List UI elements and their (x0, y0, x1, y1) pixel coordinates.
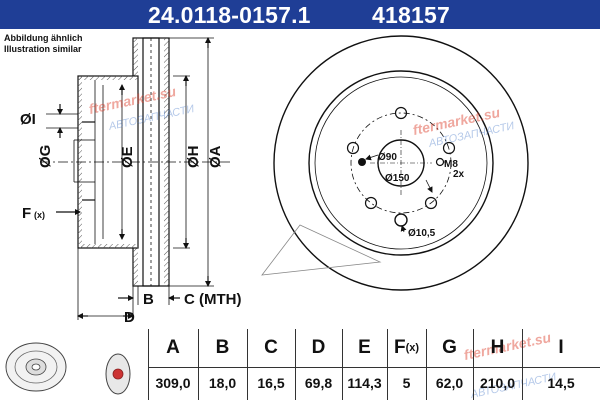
part-number: 24.0118-0157.1 (148, 2, 311, 28)
dimension-table: A B C D E F(x) G H I 309,0 18,0 16,5 69,… (0, 329, 600, 400)
value-c: 16,5 (257, 375, 285, 391)
value-g: 62,0 (435, 375, 464, 391)
m8-hole-right (435, 157, 445, 167)
m8-hole-left (358, 158, 366, 166)
header-b: B (215, 337, 230, 358)
front-view (261, 35, 529, 291)
label-d10-5: Ø10,5 (408, 228, 436, 239)
reference-number: 418157 (372, 2, 450, 28)
friction-inner-edge (308, 70, 494, 256)
label-b: B (143, 291, 154, 308)
value-f: 5 (402, 375, 411, 391)
header-h: H (490, 337, 505, 358)
label-2x: 2x (453, 169, 465, 180)
value-e: 114,3 (347, 375, 382, 391)
label-i: ØI (20, 111, 36, 128)
technical-drawing: ØI ØG ØE ØH ØA F (x) B C (MTH) D (20, 35, 529, 326)
disc-outer-edge (273, 35, 529, 291)
bolt-circle (350, 112, 452, 214)
note-english: Illustration similar (4, 44, 82, 54)
value-b: 18,0 (208, 375, 237, 391)
label-d150: Ø150 (385, 173, 410, 184)
label-a: ØA (207, 145, 224, 168)
label-h: ØH (185, 146, 202, 169)
value-i: 14,5 (547, 375, 575, 391)
header-f: F(x) (393, 337, 420, 358)
value-d: 69,8 (304, 375, 333, 391)
title-bar: 24.0118-0157.1 418157 (0, 0, 600, 29)
label-c: C (MTH) (184, 291, 241, 308)
header-e: E (358, 337, 371, 358)
side-view (40, 37, 230, 320)
header-d: D (311, 337, 326, 358)
label-d: D (124, 309, 135, 326)
label-e: ØE (119, 146, 136, 168)
label-g: ØG (37, 145, 54, 168)
header-f-sub: (x) (405, 342, 420, 354)
note-german: Abbildung ähnlich (4, 33, 83, 43)
label-f: F (22, 205, 31, 222)
label-d90: Ø90 (378, 152, 397, 163)
label-f-sub: (x) (34, 210, 45, 220)
bolt-holes (346, 106, 456, 210)
header-a: A (166, 337, 180, 358)
header-c: C (264, 337, 278, 358)
label-m8: M8 (444, 159, 458, 170)
header-i: I (558, 337, 564, 358)
header-g: G (442, 337, 457, 358)
disc-thumbnail (0, 329, 149, 400)
value-h: 210,0 (479, 375, 516, 391)
value-a: 309,0 (155, 375, 191, 391)
